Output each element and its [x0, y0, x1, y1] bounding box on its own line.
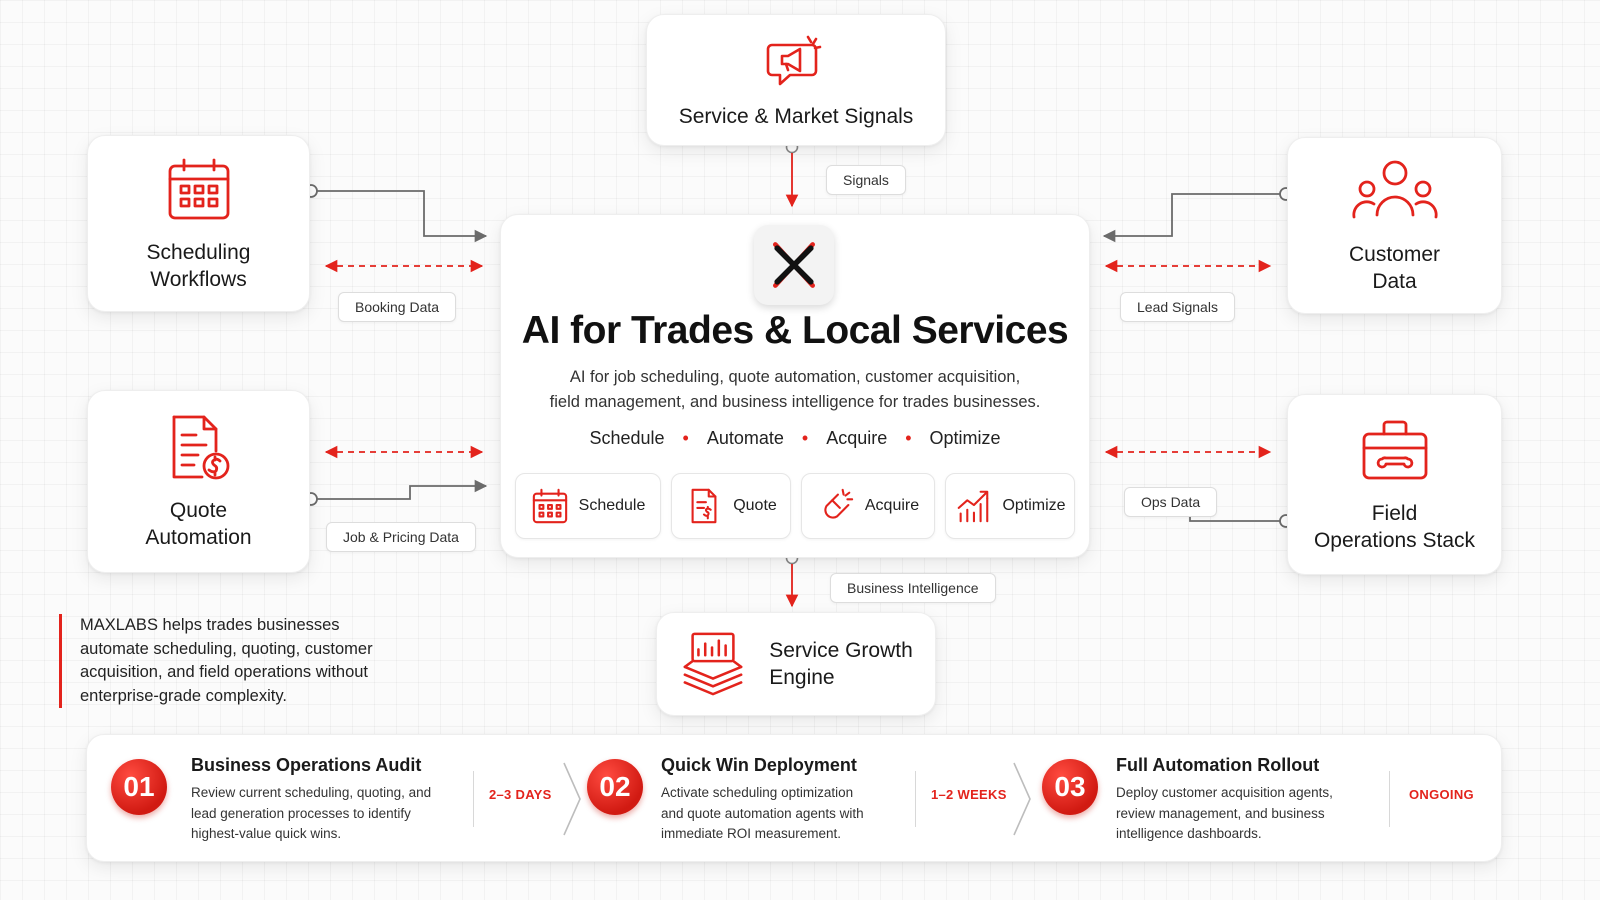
step-title: Business Operations Audit — [191, 755, 422, 775]
customer-data-title: Customer Data — [1348, 242, 1441, 293]
roadmap-step-2: 02 Quick Win Deployment Activate schedul… — [587, 735, 967, 863]
feature-schedule: Schedule — [515, 473, 661, 539]
feature-quote: Quote — [671, 473, 791, 539]
divider — [915, 771, 916, 827]
layered-dashboard-icon — [683, 632, 743, 696]
ops-data-label: Ops Data — [1124, 487, 1218, 517]
pillar-separator: • — [801, 428, 809, 448]
feature-acquire: Acquire — [801, 473, 935, 539]
scheduling-workflows-title: Scheduling Workflows — [146, 240, 251, 291]
service-growth-engine-title: Service Growth Engine — [769, 639, 913, 689]
step-duration: 1–2 WEEKS — [931, 787, 1007, 802]
megaphone-icon — [766, 35, 822, 85]
pillar-schedule: Schedule — [589, 428, 665, 448]
step-description: Deploy customer acquisition agents, revi… — [1116, 785, 1333, 841]
pillar-separator: • — [905, 428, 912, 448]
customer-data-card: Customer Data — [1287, 137, 1502, 314]
roadmap-panel: 01 Business Operations Audit Review curr… — [86, 734, 1502, 862]
calendar-icon — [168, 158, 229, 219]
chevron-right-icon — [563, 762, 581, 836]
toolbox-icon — [1362, 420, 1427, 479]
chevron-right-icon — [1013, 762, 1031, 836]
business-intelligence-connector — [785, 551, 799, 608]
step-title: Full Automation Rollout — [1116, 755, 1320, 775]
growth-chart-icon — [958, 490, 989, 523]
service-growth-engine-card: Service Growth Engine — [656, 612, 936, 716]
field-operations-stack-card: Field Operations Stack — [1287, 394, 1502, 575]
magnet-icon — [824, 488, 854, 519]
booking-data-label: Booking Data — [338, 292, 457, 322]
step-description: Review current scheduling, quoting, and … — [191, 785, 432, 841]
step-duration: ONGOING — [1409, 787, 1474, 802]
users-icon — [1351, 160, 1438, 218]
service-market-signals-title: Service & Market Signals — [678, 104, 914, 128]
step-duration: 2–3 DAYS — [489, 787, 552, 802]
invoice-icon — [691, 488, 717, 524]
main-platform-card: AI for Trades & Local Services AI for jo… — [500, 214, 1090, 558]
feature-optimize: Optimize — [945, 473, 1075, 539]
quote-automation-card: Quote Automation — [87, 390, 310, 573]
signals-connector — [785, 140, 799, 208]
signals-label: Signals — [826, 165, 906, 195]
divider — [1389, 771, 1390, 827]
scheduling-workflows-card: Scheduling Workflows — [87, 135, 310, 312]
step-title: Quick Win Deployment — [661, 755, 857, 775]
step-number-badge: 03 — [1042, 759, 1098, 815]
pillars-row: Schedule • Automate • Acquire • Optimize — [501, 428, 1089, 449]
roadmap-step-1: 01 Business Operations Audit Review curr… — [87, 735, 467, 863]
roadmap-step-3: 03 Full Automation Rollout Deploy custom… — [1042, 735, 1372, 863]
business-intelligence-label: Business Intelligence — [830, 573, 996, 603]
divider — [473, 771, 474, 827]
step-number-badge: 02 — [587, 759, 643, 815]
field-operations-stack-title: Field Operations Stack — [1313, 501, 1476, 552]
pillar-optimize: Optimize — [929, 428, 1001, 448]
pillar-automate: Automate — [706, 428, 784, 448]
step-description: Activate scheduling optimization and quo… — [661, 785, 864, 841]
maxlabs-logo — [754, 225, 834, 305]
summary-text: MAXLABS helps trades businesses automate… — [59, 614, 419, 708]
quote-automation-title: Quote Automation — [145, 498, 252, 549]
pillar-acquire: Acquire — [826, 428, 888, 448]
x-logo-icon — [773, 242, 815, 288]
calendar-icon — [532, 488, 567, 524]
quote-connector — [304, 445, 488, 506]
service-market-signals-card: Service & Market Signals — [646, 14, 946, 146]
invoice-dollar-icon — [172, 415, 229, 479]
pillar-separator: • — [682, 428, 689, 448]
lead-signals-label: Lead Signals — [1120, 292, 1235, 322]
scheduling-connector — [304, 184, 488, 273]
customer-connector — [1102, 187, 1293, 273]
main-title: AI for Trades & Local Services — [521, 309, 1069, 352]
job-pricing-data-label: Job & Pricing Data — [326, 522, 476, 552]
main-description: AI for job scheduling, quote automation,… — [549, 368, 1041, 411]
step-number-badge: 01 — [111, 759, 167, 815]
